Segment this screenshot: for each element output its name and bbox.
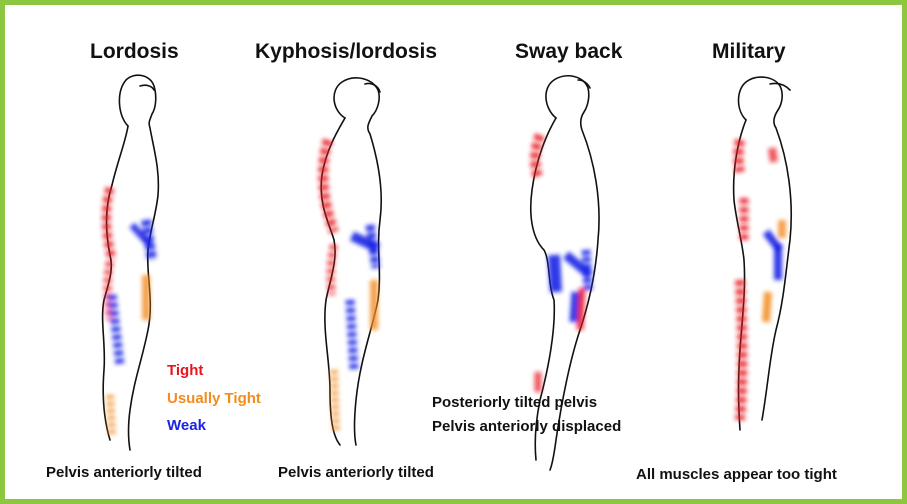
lordosis-back-outline [103, 126, 128, 440]
legend-weak: Weak [167, 417, 206, 434]
caption-lordosis: Pelvis anteriorly tilted [46, 464, 202, 481]
kyphosis-weak-abdomen-2 [370, 225, 376, 268]
military-tight-chest [772, 148, 774, 162]
lordosis-tight-hip [108, 262, 110, 320]
military-front-outline [739, 77, 792, 420]
figure-military [734, 77, 792, 430]
legend-usually-tight: Usually Tight [167, 390, 261, 407]
caption-sway-back-line1: Posteriorly tilted pelvis [432, 394, 597, 411]
figure-lordosis [103, 75, 159, 450]
kyphosis-tight-lower-back [331, 245, 334, 295]
caption-kyphosis-lordosis: Pelvis anteriorly tilted [278, 464, 434, 481]
caption-military: All muscles appear too tight [636, 466, 837, 483]
lordosis-front-outline [119, 75, 158, 450]
lordosis-weak-glute [112, 295, 120, 365]
kyphosis-weak-glute [350, 300, 354, 370]
kyphosis-tight-upper-back [323, 140, 334, 232]
military-tight-upper-back [739, 140, 741, 172]
kyphosis-usually-tight-calf [334, 370, 336, 430]
swayback-tight-hamstring [580, 288, 582, 330]
swayback-tight-upper-back [535, 135, 540, 178]
caption-sway-back-line2: Pelvis anteriorly displaced [432, 418, 621, 435]
lordosis-usually-tight-calf [110, 395, 112, 435]
legend-tight: Tight [167, 362, 203, 379]
lordosis-hair-line [140, 85, 154, 90]
military-usually-tight-thigh [766, 292, 768, 322]
swayback-weak-hip-flexor [574, 292, 576, 322]
swayback-weak-lower-back [554, 255, 556, 292]
figure-kyphosis-lordosis [321, 78, 381, 445]
